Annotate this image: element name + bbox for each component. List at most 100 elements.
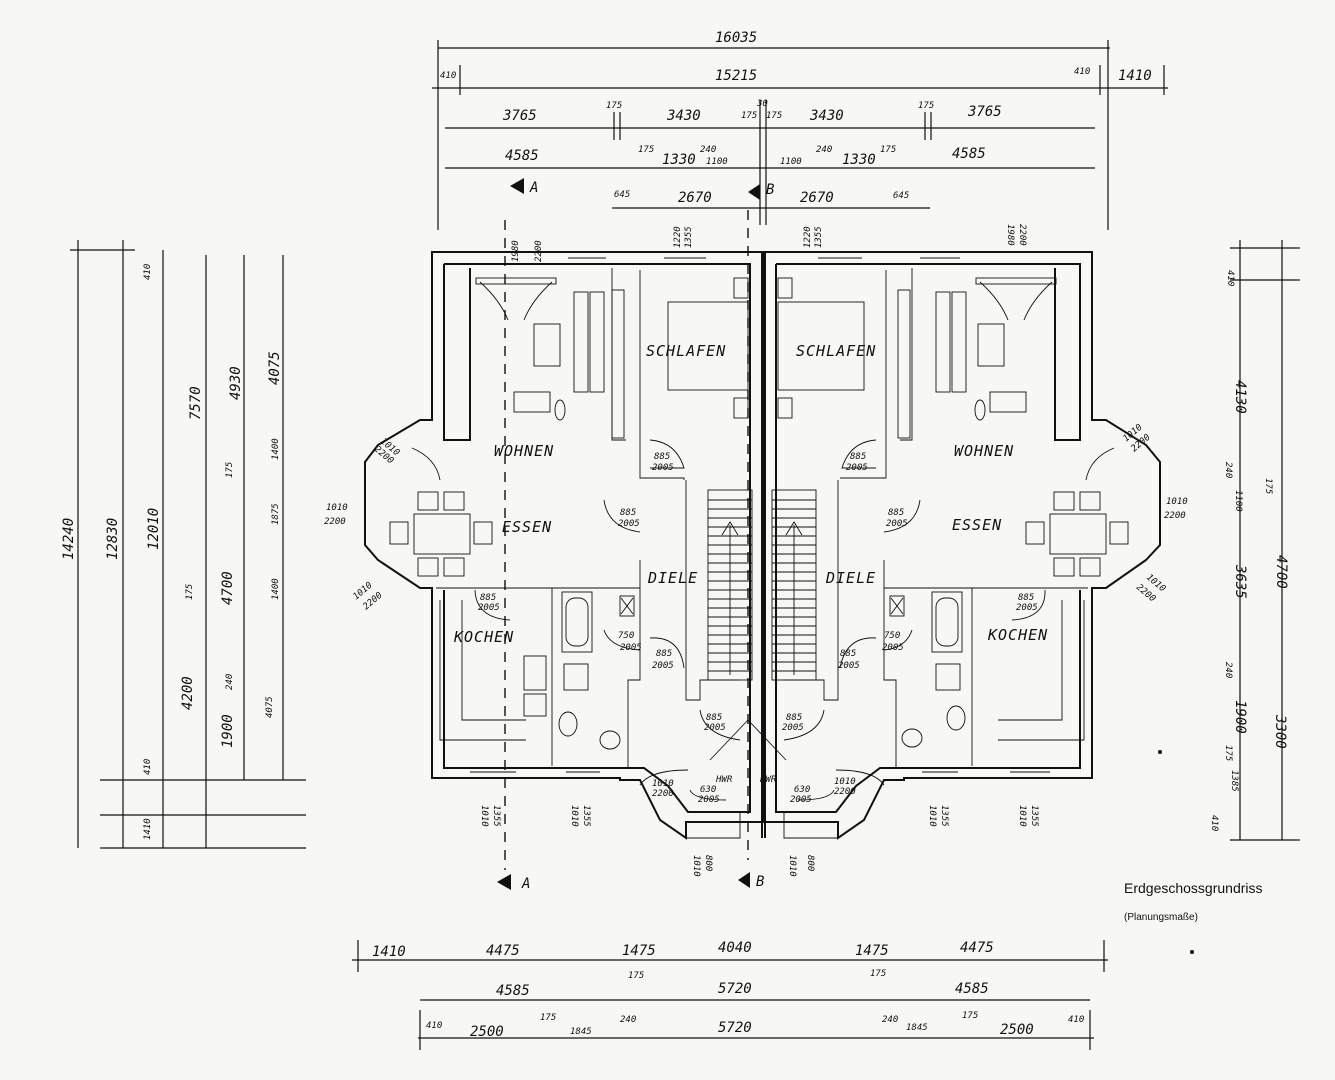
dim-label: 1100 — [706, 157, 728, 167]
dim-label: 4075 — [267, 351, 283, 385]
dim-label: 4585 — [952, 146, 986, 162]
dim-label: 645 — [614, 190, 630, 200]
dim-label: 3430 — [666, 108, 701, 124]
dim-inner-width: 15215 — [715, 68, 757, 84]
room-hwr-right: HWR — [759, 775, 777, 785]
dim-label: 4040 — [718, 940, 752, 956]
opening-label: 1355 — [684, 226, 694, 248]
dim-label: 2500 — [1000, 1022, 1034, 1038]
dim-label: 1845 — [570, 1027, 592, 1037]
dim-label: 3635 — [1232, 564, 1248, 599]
dim-label: 1900 — [1232, 700, 1248, 734]
section-b-bottom: B — [756, 874, 764, 890]
dim-label: 2670 — [800, 190, 834, 206]
room-kochen-left: KOCHEN — [453, 628, 514, 646]
opening-label: 885 — [654, 452, 670, 462]
dim-label: 5720 — [718, 981, 752, 997]
dim-label: 410 — [143, 759, 153, 775]
dim-label: 175 — [1223, 745, 1233, 761]
dim-label: 4075 — [265, 696, 275, 718]
opening-label: 2200 — [1164, 511, 1186, 521]
opening-label: 1980 — [511, 240, 521, 262]
dim-total-width: 16035 — [715, 30, 757, 46]
dim-label: 1475 — [855, 943, 889, 959]
dim-label: 1330 — [662, 152, 696, 168]
dim-label: 175 — [606, 101, 622, 111]
opening-label: 2005 — [652, 661, 674, 671]
opening-label: 885 — [840, 649, 856, 659]
dim-label: 2670 — [678, 190, 712, 206]
dim-label: 1385 — [1229, 770, 1239, 792]
building-walls — [364, 251, 1161, 840]
room-schlafen-right: SCHLAFEN — [796, 342, 876, 360]
opening-label: 1355 — [939, 805, 949, 827]
opening-label: 1010 — [326, 503, 348, 513]
opening-label: 2005 — [618, 519, 640, 529]
opening-label: 1010 — [652, 779, 674, 789]
opening-label: 1355 — [814, 226, 824, 248]
dim-label: 410 — [1209, 815, 1219, 831]
opening-label: 1010 — [1166, 497, 1188, 507]
bottom-dimensions: 1410 4475 1475 4040 1475 4475 175 175 45… — [352, 940, 1108, 1050]
opening-label: 1010 — [479, 805, 489, 827]
opening-label: 1010 — [691, 855, 701, 877]
dim-label: 240 — [620, 1015, 636, 1025]
dim-label: 240 — [882, 1015, 898, 1025]
room-essen-left: ESSEN — [502, 518, 552, 536]
opening-label: 1010 — [1017, 805, 1027, 827]
dim-label: 410 — [440, 71, 456, 81]
room-kochen-right: KOCHEN — [987, 626, 1048, 644]
opening-label: 885 — [1018, 593, 1034, 603]
furniture — [389, 257, 1129, 801]
dim-label: 1410 — [372, 944, 406, 960]
dim-label: 4585 — [505, 148, 539, 164]
room-wohnen-right: WOHNEN — [954, 442, 1014, 460]
opening-label: 2005 — [790, 795, 812, 805]
opening-label: 2200 — [834, 787, 856, 797]
section-b-top: B — [766, 182, 774, 198]
opening-label: 1010 — [787, 855, 797, 877]
dim-label: 175 — [918, 101, 934, 111]
dim-label: 12010 — [146, 508, 162, 550]
opening-label: 2005 — [838, 661, 860, 671]
dim-label: 30 — [756, 99, 768, 109]
staircase — [707, 489, 817, 681]
dim-label: 5720 — [718, 1020, 752, 1036]
dim-label: 4700 — [1273, 555, 1289, 589]
dim-label: 175 — [225, 462, 235, 478]
opening-label: 2005 — [478, 603, 500, 613]
dim-label: 410 — [426, 1021, 442, 1031]
dim-label: 175 — [1263, 478, 1273, 494]
opening-label: 2200 — [324, 517, 346, 527]
room-hwr-left: HWR — [715, 775, 733, 785]
dim-label: 12830 — [105, 518, 121, 560]
opening-label: 885 — [888, 508, 904, 518]
opening-label: 2005 — [652, 463, 674, 473]
room-diele-right: DIELE — [825, 569, 876, 587]
dim-label: 175 — [880, 145, 896, 155]
dim-label: 175 — [540, 1013, 556, 1023]
opening-label: 1980 — [1005, 224, 1015, 246]
opening-label: 2200 — [534, 240, 544, 262]
opening-label: 885 — [786, 713, 802, 723]
room-labels: WOHNEN ESSEN KOCHEN SCHLAFEN DIELE HWR S… — [453, 342, 1048, 785]
opening-label: 2200 — [652, 789, 674, 799]
dim-label: 1100 — [780, 157, 802, 167]
dim-label: 410 — [143, 264, 153, 280]
dim-label: 175 — [185, 584, 195, 600]
opening-label: 2005 — [882, 643, 904, 653]
dim-label: 4585 — [496, 983, 530, 999]
dim-label: 240 — [816, 145, 832, 155]
opening-label: 1010 — [569, 805, 579, 827]
room-wohnen-left: WOHNEN — [494, 442, 554, 460]
dim-label: 240 — [1223, 662, 1233, 678]
dim-label: 240 — [225, 674, 235, 690]
dot-mark — [1190, 950, 1194, 954]
dim-label: 240 — [700, 145, 716, 155]
dim-label: 175 — [962, 1011, 978, 1021]
dim-label: 1475 — [622, 943, 656, 959]
left-dimensions: 14240 12830 12010 7570 4930 4075 410 175… — [61, 240, 306, 849]
dim-label: 4585 — [955, 981, 989, 997]
top-dimensions: 16035 15215 410 410 1410 3765 175 3430 3… — [432, 30, 1168, 230]
